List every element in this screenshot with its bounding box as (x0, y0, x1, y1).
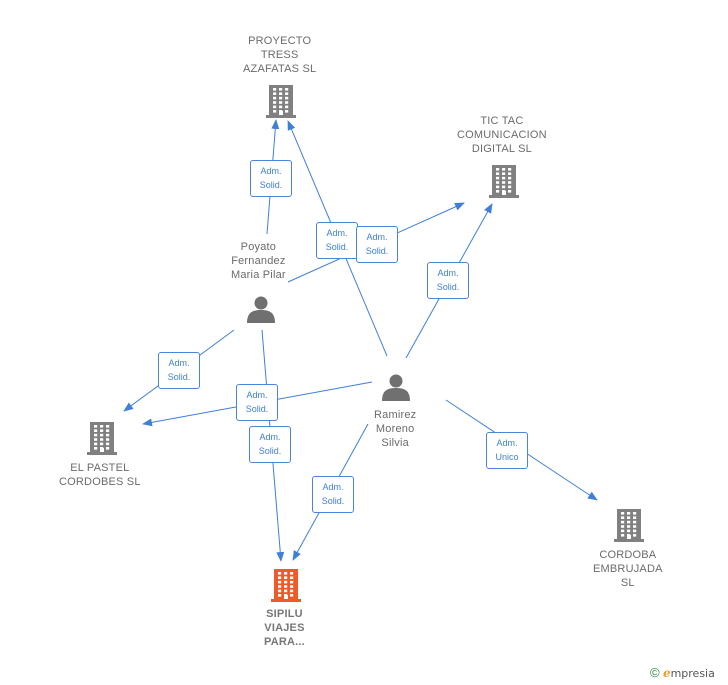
person-name-ramirez[interactable]: Ramirez Moreno Silvia (374, 409, 417, 449)
person-icon-ramirez[interactable] (382, 374, 410, 402)
nodes-layer (87, 85, 644, 602)
company-name-tictac[interactable]: TIC TAC COMUNICACION DIGITAL SL (457, 115, 547, 155)
company-icon-tictac[interactable] (489, 165, 519, 198)
relation-label-poyato-pastel[interactable]: Adm. Solid. (158, 352, 200, 389)
copyright-symbol: © (650, 665, 660, 680)
brand-logo-initial: e (662, 666, 671, 680)
relation-label-ramirez-cordoba[interactable]: Adm. Unico (486, 432, 528, 469)
person-icon-poyato[interactable] (247, 296, 275, 324)
relation-label-ramirez-proyecto[interactable]: Adm. Solid. (316, 222, 358, 259)
company-name-proyecto[interactable]: PROYECTO TRESS AZAFATAS SL (243, 35, 317, 75)
relation-label-poyato-sipilu[interactable]: Adm. Solid. (249, 426, 291, 463)
edges-layer (123, 119, 598, 562)
copyright-footer: © empresia (650, 665, 715, 680)
company-name-cordoba[interactable]: CORDOBA EMBRUJADA SL (593, 549, 663, 589)
brand-logo-text: mpresia (670, 667, 715, 680)
company-name-sipilu[interactable]: SIPILU VIAJES PARA... (264, 608, 305, 648)
company-icon-sipilu[interactable] (271, 569, 301, 602)
company-icon-pastel[interactable] (87, 422, 117, 455)
company-icon-proyecto[interactable] (266, 85, 296, 118)
company-name-pastel[interactable]: EL PASTEL CORDOBES SL (59, 462, 141, 488)
relation-label-poyato-tictac[interactable]: Adm. Solid. (356, 226, 398, 263)
company-icon-cordoba[interactable] (614, 509, 644, 542)
relation-label-ramirez-tictac[interactable]: Adm. Solid. (427, 262, 469, 299)
relation-label-ramirez-sipilu[interactable]: Adm. Solid. (312, 476, 354, 513)
relation-label-ramirez-pastel[interactable]: Adm. Solid. (236, 384, 278, 421)
relation-label-poyato-proyecto[interactable]: Adm. Solid. (250, 160, 292, 197)
person-name-poyato[interactable]: Poyato Fernandez Maria Pilar (231, 241, 286, 281)
